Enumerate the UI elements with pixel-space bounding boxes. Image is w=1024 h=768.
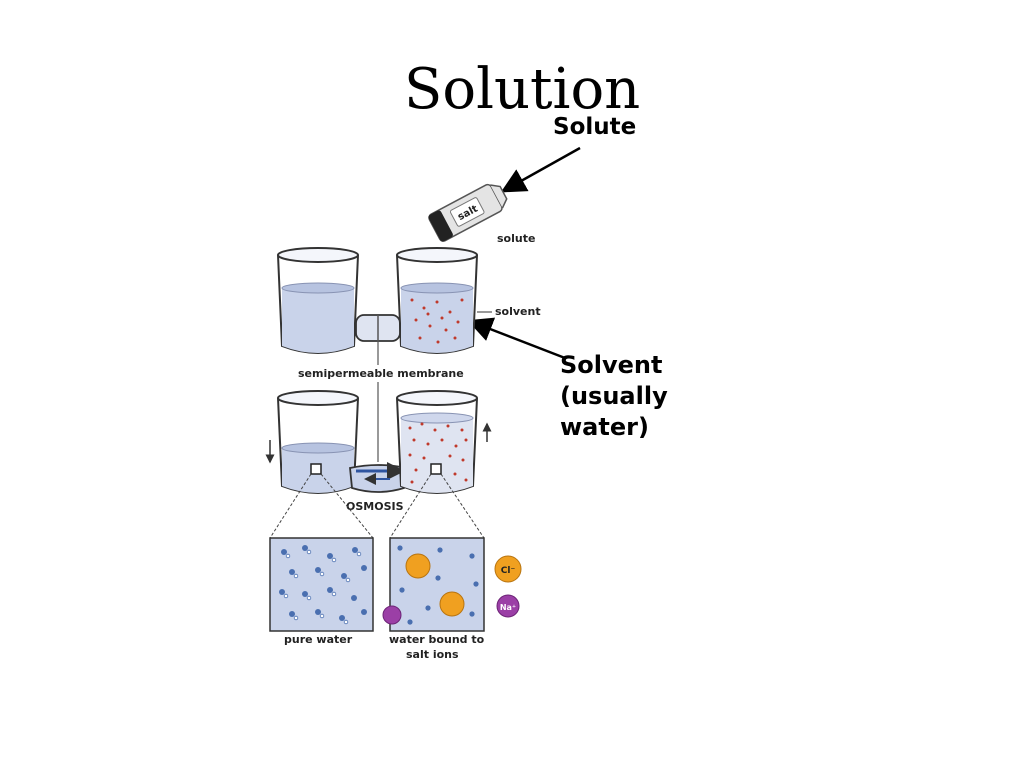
- bottom-left-beaker: [277, 390, 359, 494]
- bound-water-box: [382, 537, 485, 632]
- chloride-legend-icon: [494, 555, 522, 583]
- solvent-arrow: [467, 317, 566, 360]
- solvent-callout: Solvent (usually water): [560, 350, 668, 443]
- label-osmosis: OSMOSIS: [346, 500, 404, 513]
- chloride-ion: [405, 553, 431, 579]
- solvent-callout-line-2: (usually: [560, 382, 668, 410]
- sodium-ion: [382, 605, 402, 625]
- pure-water-box: [269, 537, 374, 632]
- zoom-lines: [269, 473, 485, 539]
- label-bound-line1: water bound to: [389, 633, 485, 646]
- label-solvent: solvent: [495, 305, 541, 318]
- salt-shaker-icon: salt: [428, 183, 508, 242]
- solute-arrow: [500, 146, 581, 193]
- sodium-legend-label: Na⁺: [500, 603, 516, 612]
- label-pure-water: pure water: [284, 633, 353, 646]
- label-bound-line2: salt ions: [406, 648, 459, 661]
- solvent-callout-line-3: water): [560, 413, 649, 441]
- label-solute: solute: [497, 232, 535, 245]
- top-left-beaker: [277, 247, 359, 354]
- top-right-beaker: [396, 247, 478, 354]
- solvent-callout-line-1: Solvent: [560, 351, 663, 379]
- chloride-legend-label: Cl⁻: [501, 566, 516, 576]
- sodium-legend-icon: [496, 594, 520, 618]
- bottom-right-beaker: [396, 390, 478, 494]
- label-membrane: semipermeable membrane: [298, 367, 464, 380]
- solute-callout: Solute: [553, 114, 637, 140]
- slide-title: Solution: [404, 57, 641, 122]
- chloride-ion: [439, 591, 465, 617]
